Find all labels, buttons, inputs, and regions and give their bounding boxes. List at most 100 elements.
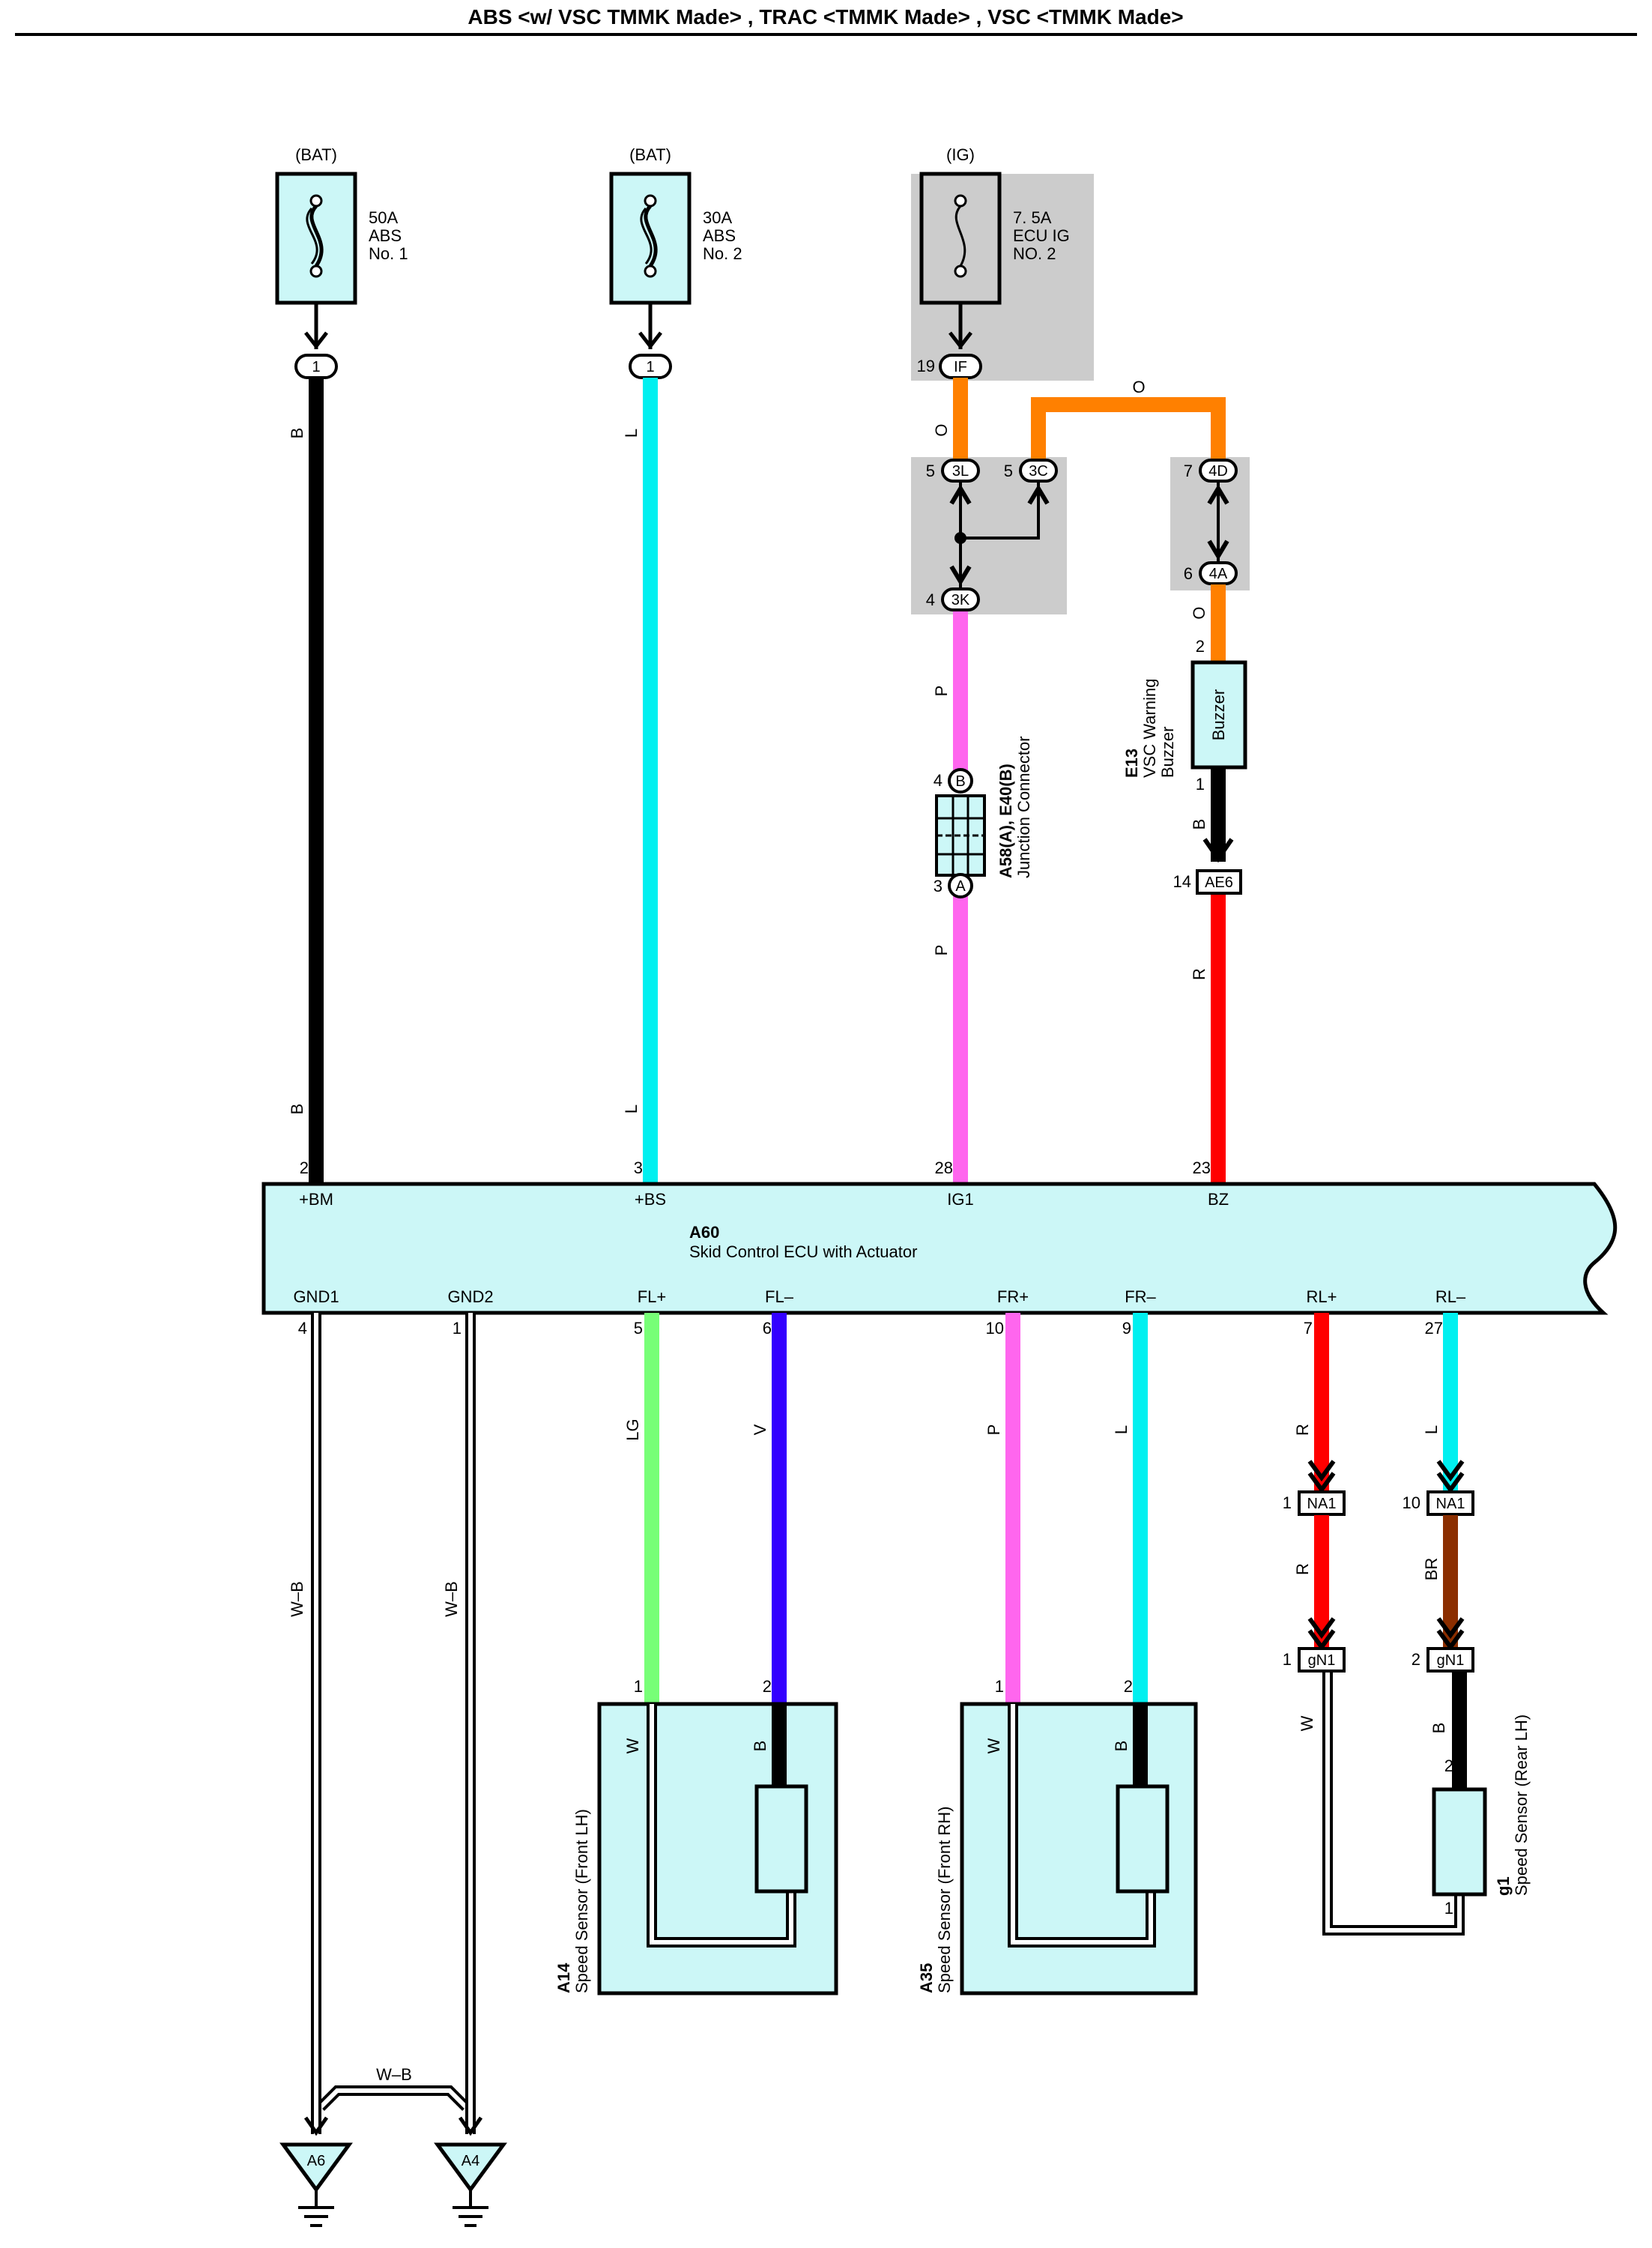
fuse-number: NO. 2 <box>1013 244 1056 263</box>
ecu-pin-number: 2 <box>300 1158 309 1177</box>
fuse-ecu-ig-no2: (IG) 7. 5A ECU IG NO. 2 19 IF <box>917 145 1070 379</box>
buzzer-label: Buzzer <box>1209 689 1228 740</box>
wire-color-label: W <box>1298 1715 1316 1731</box>
ground-label: A6 <box>307 2153 325 2169</box>
wire-orange-bridge <box>1031 397 1226 459</box>
ecu-pin-number: 6 <box>763 1319 772 1338</box>
ecu-a60: A60 Skid Control ECU with Actuator 2 +BM… <box>261 1158 1618 1338</box>
pin-number: 5 <box>1004 462 1013 480</box>
ecu-name: Skid Control ECU with Actuator <box>689 1242 917 1261</box>
sensor-coil <box>754 1784 808 1894</box>
fuse-symbol-icon <box>306 194 324 278</box>
ecu-pin-number: 28 <box>935 1158 953 1177</box>
ecu-pin-number: 7 <box>1304 1319 1313 1338</box>
ecu-pin-name: GND2 <box>447 1287 493 1306</box>
junction-connector-name: Junction Connector <box>1014 736 1033 878</box>
connector-pin: IF <box>954 359 967 375</box>
ecu-pin-number: 5 <box>634 1319 643 1338</box>
ground-triangle <box>434 2142 507 2193</box>
arrow-down-icon <box>303 2116 329 2136</box>
sensor-name: Speed Sensor (Front RH) <box>935 1807 954 1993</box>
buzzer-e13: Buzzer E13 VSC Warning Buzzer <box>1122 660 1247 778</box>
ecu-pin-name: BZ <box>1208 1190 1229 1209</box>
fuse-body <box>609 172 692 305</box>
arrow-down-icon <box>948 331 972 350</box>
wire-color-label: B <box>1112 1741 1131 1752</box>
connector-pin: 1 <box>646 359 654 375</box>
pin-number: 7 <box>1184 462 1193 480</box>
wire-color-label: L <box>1422 1425 1441 1434</box>
speed-sensor-rear-lh: g1 Speed Sensor (Rear LH) <box>1432 1714 1531 1897</box>
pin-number: 6 <box>1184 564 1193 583</box>
pin-b-terminal <box>948 768 973 794</box>
speed-sensor-front-rh: W B A35 Speed Sensor (Front RH) <box>917 1702 1198 1995</box>
connector-label: NA1 <box>1307 1496 1337 1512</box>
wire-color-label: W–B <box>442 1581 461 1617</box>
buzzer-name: VSC Warning <box>1140 679 1159 778</box>
wire-color-label: BR <box>1422 1558 1441 1581</box>
connector-pin-number: 19 <box>917 357 935 375</box>
sensor-id: A14 <box>554 1963 573 1993</box>
wire-color-label: B <box>288 428 306 439</box>
wire-color-label: P <box>932 945 951 956</box>
connector-na1 <box>1298 1490 1346 1516</box>
pin-number: 1 <box>995 1677 1004 1696</box>
fuse-rating: 30A <box>703 208 732 227</box>
ecu-pin-name: GND1 <box>293 1287 339 1306</box>
connector-gn1 <box>1426 1647 1474 1673</box>
connector-label: gN1 <box>1437 1652 1465 1669</box>
junction-connector-a58-e40: 4 B 3 A A58(A), E40(B) Junction Connecto… <box>934 736 1033 898</box>
arrow-down-icon <box>638 331 662 350</box>
fuse-number: No. 2 <box>703 244 742 263</box>
connector-pin: 1 <box>312 359 320 375</box>
connector-label: AE6 <box>1205 874 1233 891</box>
connector-label: NA1 <box>1436 1496 1465 1512</box>
connector-4d <box>1199 459 1238 483</box>
pin-a-terminal <box>948 873 973 898</box>
wire-color-label: W–B <box>376 2065 412 2084</box>
ecu-pin-name: FL– <box>765 1287 794 1306</box>
ground-a4: A4 <box>434 2142 507 2227</box>
speed-sensor-front-lh: W B A14 Speed Sensor (Front LH) <box>554 1702 838 1995</box>
wire-color-label: P <box>932 686 951 697</box>
wire-color-label: W <box>984 1738 1003 1753</box>
connector-label: 3C <box>1029 463 1048 480</box>
connector-label: 4A <box>1209 566 1228 582</box>
ecu-pin-name: +BS <box>635 1190 666 1209</box>
connector-3c <box>1019 459 1058 483</box>
fuse-rating: 50A <box>369 208 398 227</box>
junction-internal-wiring <box>949 483 1229 587</box>
wire-color-label: L <box>622 429 641 438</box>
pin-number: 2 <box>1444 1756 1453 1775</box>
pin-number: 2 <box>1124 1677 1133 1696</box>
connector-label: 4D <box>1208 463 1228 480</box>
ecu-pin-number: 27 <box>1425 1319 1443 1338</box>
buzzer-id: E13 <box>1122 749 1141 778</box>
fuse-name: ECU IG <box>1013 226 1070 245</box>
page-title: ABS <w/ VSC TMMK Made> , TRAC <TMMK Made… <box>468 5 1183 28</box>
connector-4a <box>1199 561 1238 585</box>
wire-color-label: R <box>1190 968 1208 980</box>
wire-color-label: O <box>1190 606 1208 619</box>
ecu-pin-number: 23 <box>1193 1158 1211 1177</box>
wire-color-label: V <box>751 1424 769 1435</box>
pin-number: 10 <box>1403 1493 1420 1512</box>
fuse-name: ABS <box>369 226 402 245</box>
pin-number: 1 <box>1283 1650 1292 1669</box>
pin-number: 2 <box>763 1677 772 1696</box>
connector-3l <box>941 459 980 483</box>
pin-number: 2 <box>1196 637 1205 656</box>
arrow-down-icon <box>1307 1460 1336 1494</box>
wire-color-label: R <box>1293 1424 1312 1436</box>
pin-number: 14 <box>1173 872 1191 891</box>
fuse-source-label: (BAT) <box>629 145 671 164</box>
pin-number: 2 <box>1412 1650 1420 1669</box>
sensor-id: g1 <box>1494 1876 1513 1896</box>
pin-number: 3 <box>934 877 943 895</box>
pin-number: 4 <box>926 590 935 609</box>
pin-number: 1 <box>1196 775 1205 794</box>
wire-color-label: R <box>1293 1563 1312 1575</box>
ecu-pin-name: +BM <box>299 1190 333 1209</box>
wire-color-label: W <box>623 1738 642 1753</box>
fuse-symbol-icon <box>640 194 658 278</box>
